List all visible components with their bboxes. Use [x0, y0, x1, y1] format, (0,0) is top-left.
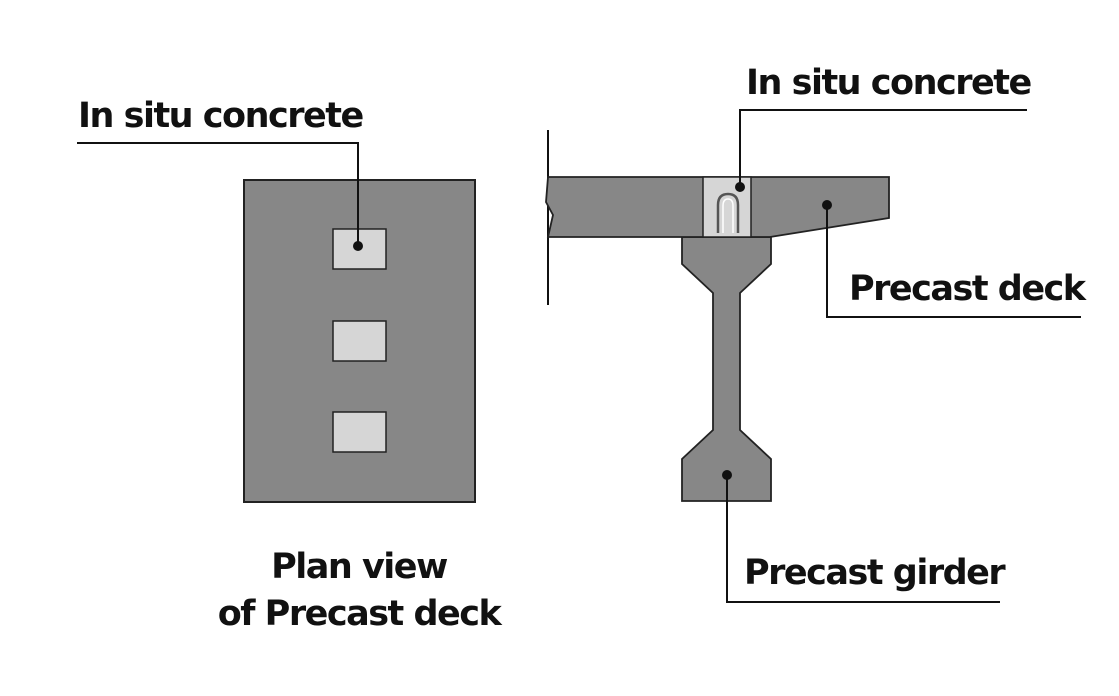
- plan-in-situ-leader: [77, 142, 359, 246]
- precast-deck-leader-dot: [822, 200, 832, 210]
- precast-girder-leader-dot: [722, 470, 732, 480]
- rebar-loop-icon: [716, 192, 740, 233]
- precast-deck-label: Precast deck: [849, 269, 1087, 309]
- precast-deck-leader: [826, 205, 1081, 318]
- section-in-situ-leader-dot: [735, 182, 745, 192]
- plan-in-situ-label: In situ concrete: [78, 96, 363, 136]
- plan-caption-line1: Plan view: [271, 547, 448, 587]
- plan-view: In situ concrete Plan view of Precast de…: [77, 96, 504, 634]
- plan-in-situ-leader-dot: [353, 241, 363, 251]
- precast-girder-shape: [681, 236, 772, 502]
- plan-in-situ-pocket-2: [332, 320, 387, 362]
- section-in-situ-label: In situ concrete: [746, 63, 1031, 103]
- precast-girder-leader: [726, 475, 1000, 603]
- cross-section-view: In situ concrete Precast deck Precast gi…: [545, 63, 1088, 603]
- precast-girder-label: Precast girder: [744, 553, 1006, 593]
- rebar-loop-highlight: [722, 198, 734, 233]
- section-in-situ-leader: [739, 109, 1027, 187]
- plan-caption-line2: of Precast deck: [218, 594, 503, 634]
- plan-in-situ-pocket-3: [332, 411, 387, 453]
